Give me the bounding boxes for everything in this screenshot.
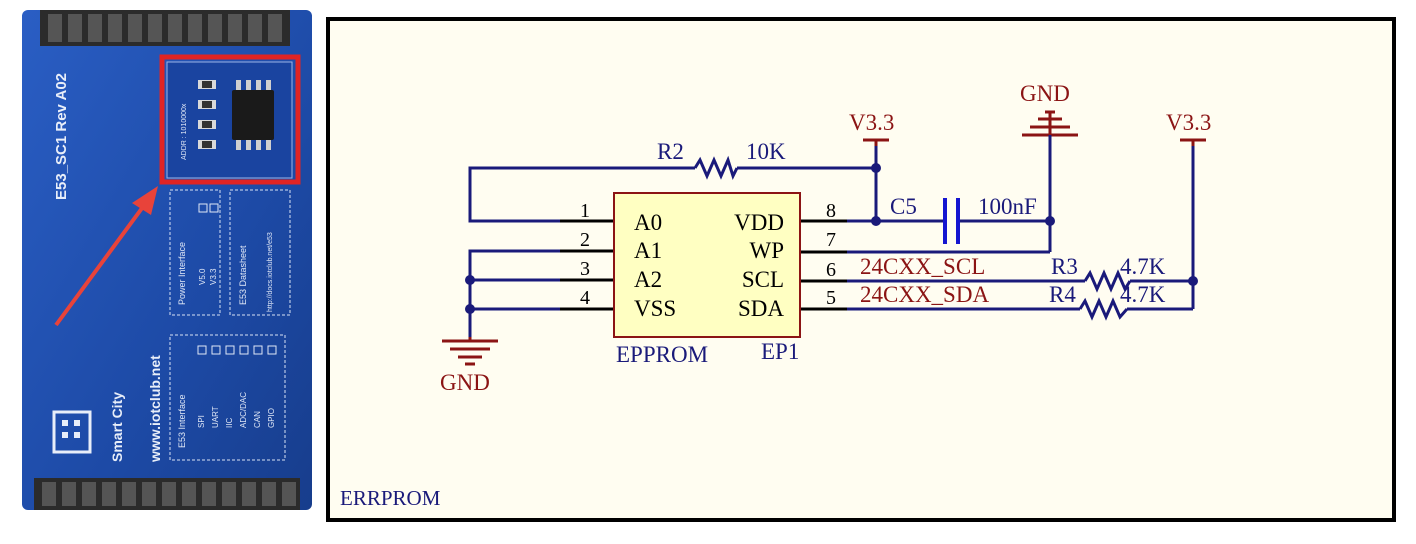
pin-name-wp: WP: [750, 238, 785, 263]
pin-number-2: 2: [580, 229, 590, 251]
interface-item-spi: SPI: [197, 415, 206, 428]
datasheet-title: E53 Datasheet: [238, 245, 248, 305]
schematic-frame: 1 2 3 4 8 7 6 5 A0 A1 A2 VSS VDD WP SCL …: [326, 17, 1396, 522]
power-label-v33-right: V3.3: [1166, 110, 1211, 135]
interface-item-can: CAN: [253, 411, 262, 428]
pin-name-sda: SDA: [738, 296, 784, 321]
eeprom-chip-body: [613, 192, 801, 338]
r4-ref-label: R4: [1049, 282, 1076, 307]
schematic-svg: 1 2 3 4 8 7 6 5 A0 A1 A2 VSS VDD WP SCL …: [340, 81, 1211, 510]
interface-item-gpio: GPIO: [267, 408, 276, 428]
pin-stubs: [560, 219, 847, 311]
c5-symbol: [943, 198, 960, 244]
smd-components: [198, 80, 216, 149]
power-label-v33-left: V3.3: [849, 110, 894, 135]
pin-number-1: 1: [580, 200, 590, 222]
r2-symbol: [693, 155, 739, 180]
chip-name-label: EPPROM: [616, 342, 708, 367]
r2-value-label: 10K: [746, 139, 786, 164]
interface-title: E53 Interface: [177, 394, 187, 448]
interface-item-iic: IIC: [225, 418, 234, 428]
wires: [468, 135, 1195, 337]
gnd-label-bottom: GND: [440, 370, 490, 395]
building-logo-icon: [52, 410, 92, 454]
gnd-label-top: GND: [1020, 81, 1070, 106]
pin-number-8: 8: [826, 200, 836, 222]
power-item-v33: V3.3: [209, 268, 218, 285]
c5-ref-label: C5: [890, 194, 917, 219]
highlight-box: [159, 54, 301, 185]
pin-number-5: 5: [826, 287, 836, 309]
power-symbols: [442, 110, 1206, 366]
pcb-photo: E53_SC1 Rev A02 ADDR : 1010000x: [0, 0, 330, 544]
chip-ref-label: EP1: [761, 339, 799, 364]
c5-value-label: 100nF: [978, 194, 1037, 219]
interface-item-adc: ADC/DAC: [239, 392, 248, 428]
pin-number-7: 7: [826, 229, 836, 251]
r3-value-label: 4.7K: [1120, 254, 1166, 279]
pin-name-a1: A1: [634, 238, 662, 263]
net-label-sda: 24CXX_SDA: [860, 282, 989, 307]
board-id-text: E53_SC1 Rev A02: [53, 73, 70, 200]
interface-item-uart: UART: [211, 406, 220, 428]
power-item-v50: V5.0: [198, 268, 207, 285]
pin-name-a0: A0: [634, 210, 662, 235]
r4-symbol: [1078, 297, 1129, 321]
chip-addr-text: ADDR : 1010000x: [181, 103, 188, 160]
junction-dots: [465, 163, 1198, 314]
r3-symbol: [1083, 269, 1132, 293]
sheet-label: ERRPROM: [340, 486, 441, 510]
website-text: www.iotclub.net: [147, 355, 163, 463]
pin-name-vdd: VDD: [734, 210, 784, 235]
pin-number-4: 4: [580, 287, 590, 309]
net-label-scl: 24CXX_SCL: [860, 254, 985, 279]
power-box: [169, 189, 221, 316]
r3-ref-label: R3: [1051, 254, 1078, 279]
pin-number-3: 3: [580, 258, 590, 280]
datasheet-box: [229, 189, 291, 316]
r4-value-label: 4.7K: [1120, 282, 1166, 307]
interface-box: [169, 334, 286, 461]
pin-name-a2: A2: [634, 267, 662, 292]
arrow-icon: [54, 186, 158, 327]
power-title: Power Interface: [177, 242, 187, 305]
pin-name-vss: VSS: [634, 296, 676, 321]
eeprom-chip-photo: [232, 80, 274, 150]
pcb-photo-svg: E53_SC1 Rev A02 ADDR : 1010000x: [22, 10, 312, 510]
resistors: [693, 155, 1132, 321]
datasheet-url: http://docs.iotclub.net/e53: [267, 232, 274, 312]
pin-name-scl: SCL: [742, 267, 784, 292]
brand-text: Smart City: [109, 392, 125, 462]
r2-ref-label: R2: [657, 139, 684, 164]
pin-number-6: 6: [826, 259, 836, 281]
